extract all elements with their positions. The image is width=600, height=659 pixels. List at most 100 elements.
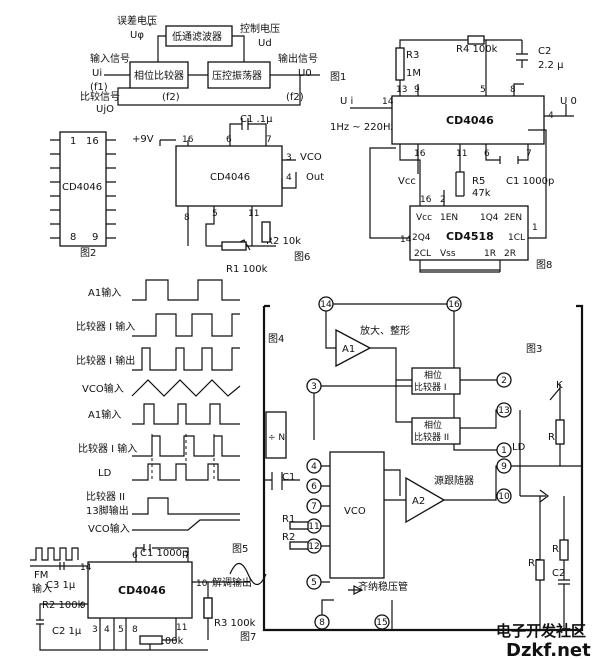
fig7-r2: R2 100k bbox=[42, 600, 84, 611]
fig7-pin6: 6 bbox=[132, 551, 138, 561]
fig3-r3-label: R3 bbox=[548, 432, 561, 443]
fig8-pin1: 1 bbox=[532, 223, 538, 233]
fig3-vco-label: VCO bbox=[344, 506, 366, 517]
fig3-r5-label: R5 bbox=[528, 558, 541, 569]
fig8-r3: R3 bbox=[406, 50, 419, 61]
fig3-caption: 图3 bbox=[526, 343, 542, 355]
fig3-divn-box bbox=[265, 411, 287, 459]
fig3-pin-circle bbox=[314, 614, 330, 630]
fig2-chip-body bbox=[59, 131, 107, 247]
fig7-pin11: 11 bbox=[176, 623, 187, 633]
fig8-r5v: 47k bbox=[472, 188, 491, 199]
fig3-r4-body bbox=[559, 539, 569, 561]
fig1-ujo: UjO bbox=[96, 104, 114, 115]
fig1-caption: 图1 bbox=[330, 71, 346, 83]
fig3-r5-body bbox=[535, 559, 545, 581]
fig3-a1-triangle bbox=[335, 328, 372, 368]
fig3-pin-circle bbox=[446, 296, 462, 312]
fig3-amp-label: 放大、整形 bbox=[360, 324, 410, 337]
fig3-r3-body bbox=[555, 419, 565, 445]
fig3-pin-1: 1 bbox=[496, 442, 512, 458]
fig2-pinout: CD4046 1 16 8 9 图2 bbox=[50, 131, 116, 259]
fig6-r2-body bbox=[261, 221, 271, 243]
fig3-pin-circle bbox=[496, 442, 512, 458]
fig8-pin5: 5 bbox=[480, 85, 486, 95]
fig8-cd4046-label: CD4046 bbox=[446, 114, 494, 127]
fig1-error-voltage: 误差电压 bbox=[117, 14, 157, 27]
fig3-r4-label: R4 bbox=[552, 544, 565, 555]
fig1-uo: U0 bbox=[298, 68, 312, 79]
fig8-multiplier: U i 1Hz ~ 220Hz R3 1M R4 100k C2 2.2 μ C… bbox=[330, 35, 577, 273]
fig8-1q4: 1Q4 bbox=[480, 213, 499, 223]
fig5-cmp-in: 比较器 I 输入 bbox=[78, 442, 137, 455]
fig4-vco-in: VCO输入 bbox=[82, 382, 124, 395]
fig6-vcc: +9V bbox=[132, 134, 154, 145]
fig6-pin5: 5 bbox=[212, 209, 218, 219]
fig3-a1-label: A1 bbox=[342, 344, 355, 355]
fig8-pin7: 7 bbox=[526, 149, 532, 159]
fig3-pin-4: 4 bbox=[306, 458, 322, 474]
fig1-control-voltage: 控制电压 bbox=[240, 22, 280, 35]
fig8-ui: U i bbox=[340, 96, 353, 107]
fig6-c1: C1 .1μ bbox=[240, 114, 273, 125]
fig3-pin-7: 7 bbox=[306, 498, 322, 514]
fig3-pin-circle bbox=[496, 458, 512, 474]
fig3-pin-circle bbox=[496, 488, 512, 504]
fig5-caption: 图5 bbox=[232, 543, 248, 555]
fig8-vcc-pin: Vcc bbox=[416, 213, 432, 223]
fig8-cd4518-label: CD4518 bbox=[446, 230, 494, 243]
fig7-r1: R1 100k bbox=[142, 636, 184, 647]
fig3-vco-box bbox=[329, 451, 385, 579]
fig3-k-label: K bbox=[556, 380, 563, 391]
fig3-pin-circle bbox=[496, 372, 512, 388]
fig3-pin-number: 10 bbox=[498, 492, 510, 502]
fig3-zener-label: 齐纳稳压管 bbox=[358, 580, 408, 593]
fig3-pin-2: 2 bbox=[496, 372, 512, 388]
fig3-pin-circle bbox=[306, 458, 322, 474]
fig4-caption: 图4 bbox=[268, 333, 284, 345]
fig3-pin-number: 12 bbox=[308, 542, 319, 552]
fig3-pin-number: 13 bbox=[498, 406, 509, 416]
fig2-pin1: 1 bbox=[70, 136, 76, 147]
fig3-pin-circle bbox=[306, 498, 322, 514]
fig7-c2: C2 1μ bbox=[52, 626, 82, 637]
fig3-pc2-box bbox=[411, 417, 461, 445]
fig8-caption: 图8 bbox=[536, 259, 552, 271]
fig5-waveforms: A1输入 比较器 I 输入 LD 比较器 II 13脚输出 VCO输入 图5 bbox=[78, 403, 248, 555]
fig8-r3-body bbox=[395, 47, 405, 81]
fig3-ld-label: LD bbox=[512, 442, 526, 453]
fig4-a1-in: A1输入 bbox=[88, 286, 121, 299]
fig8-pin16b: 16 bbox=[420, 195, 432, 205]
fig3-r2-label: R2 bbox=[282, 532, 295, 543]
fig1-f2: (f2) bbox=[162, 92, 180, 103]
fig3-pc2-label: 相位 bbox=[424, 419, 442, 431]
fig3-r1-body bbox=[289, 521, 309, 530]
fig6-r2: R2 10k bbox=[266, 236, 301, 247]
fig7-r3: R3 100k bbox=[214, 618, 256, 629]
fig2-chip-label: CD4046 bbox=[62, 182, 102, 193]
fig8-2q4: 2Q4 bbox=[412, 233, 431, 243]
fig3-pin-3: 3 bbox=[306, 378, 322, 394]
fig3-divn-label: ÷ N bbox=[268, 433, 285, 443]
fig8-pin2: 2 bbox=[440, 195, 446, 205]
fig3-pin-number: 7 bbox=[311, 502, 317, 512]
fig5-cmp2: 比较器 II bbox=[86, 490, 125, 503]
watermark-site: 电子开发社区 bbox=[496, 622, 586, 640]
fig3-pin-number: 11 bbox=[308, 522, 319, 532]
fig6-r1: R1 100k bbox=[226, 264, 268, 275]
fig3-pin-circle bbox=[306, 574, 322, 590]
fig8-pin8: 8 bbox=[510, 85, 516, 95]
fig8-1cl: 1CL bbox=[508, 233, 525, 243]
fig1-output-signal: 输出信号 bbox=[278, 52, 318, 65]
fig3-pin-9: 9 bbox=[496, 458, 512, 474]
fig2-pin8: 8 bbox=[70, 232, 76, 243]
fig4-cmp-out: 比较器 I 输出 bbox=[76, 354, 135, 367]
fig3-pin-number: 14 bbox=[320, 300, 332, 310]
fig8-vss: Vss bbox=[440, 249, 456, 259]
fig7-pin10: 10 bbox=[196, 579, 208, 589]
fig2-pin16: 16 bbox=[86, 136, 99, 147]
fig8-freq: 1Hz ~ 220Hz bbox=[330, 122, 396, 133]
fig3-pc1b-label: 比较器 I bbox=[414, 381, 447, 393]
